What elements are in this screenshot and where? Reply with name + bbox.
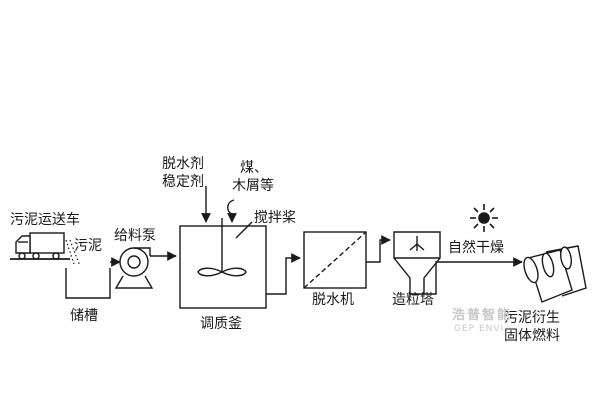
watermark-en: GEP ENVI <box>454 324 505 334</box>
dewater-to-granulator-line <box>366 235 391 263</box>
granulation-tower-shape <box>393 231 441 295</box>
sludge-pour-dots <box>65 239 81 267</box>
coal-arrow <box>227 199 237 223</box>
additives-label-line2: 稳定剂 <box>162 174 204 190</box>
dewatering-machine-shape <box>303 231 367 289</box>
tank-to-dewater-line <box>266 253 301 295</box>
additives-label-line1: 脱水剂 <box>162 156 204 172</box>
sun-icon <box>470 204 498 232</box>
sludge-truck-label: 污泥运送车 <box>10 212 80 228</box>
coal-label-line2: 木屑等 <box>232 178 274 194</box>
product-label-line1: 污泥衍生 <box>504 310 560 326</box>
natural-drying-label: 自然干燥 <box>448 240 504 256</box>
conditioning-tank-box <box>179 225 267 309</box>
agitator-label: 搅拌桨 <box>254 210 296 226</box>
granulator-to-product-line <box>424 257 523 295</box>
storage-tank-shape <box>65 268 111 299</box>
agitator-pointer <box>235 221 253 239</box>
fuel-rolls-icon <box>523 245 587 303</box>
storage-tank-label: 储槽 <box>70 308 98 324</box>
dewatering-machine-label: 脱水机 <box>312 292 354 308</box>
granulation-tower-label: 造粒塔 <box>392 292 434 308</box>
agitator-shape <box>197 218 247 277</box>
pump-icon <box>114 247 154 289</box>
sludge-label: 污泥 <box>74 238 102 254</box>
feed-pump-label: 给料泵 <box>114 228 156 244</box>
truck-icon <box>10 232 70 260</box>
coal-label-line1: 煤、 <box>240 160 268 176</box>
product-label-line2: 固体燃料 <box>504 328 560 344</box>
conditioning-tank-label: 调质釜 <box>200 316 242 332</box>
watermark-cn: 浩普智能 <box>452 308 513 323</box>
